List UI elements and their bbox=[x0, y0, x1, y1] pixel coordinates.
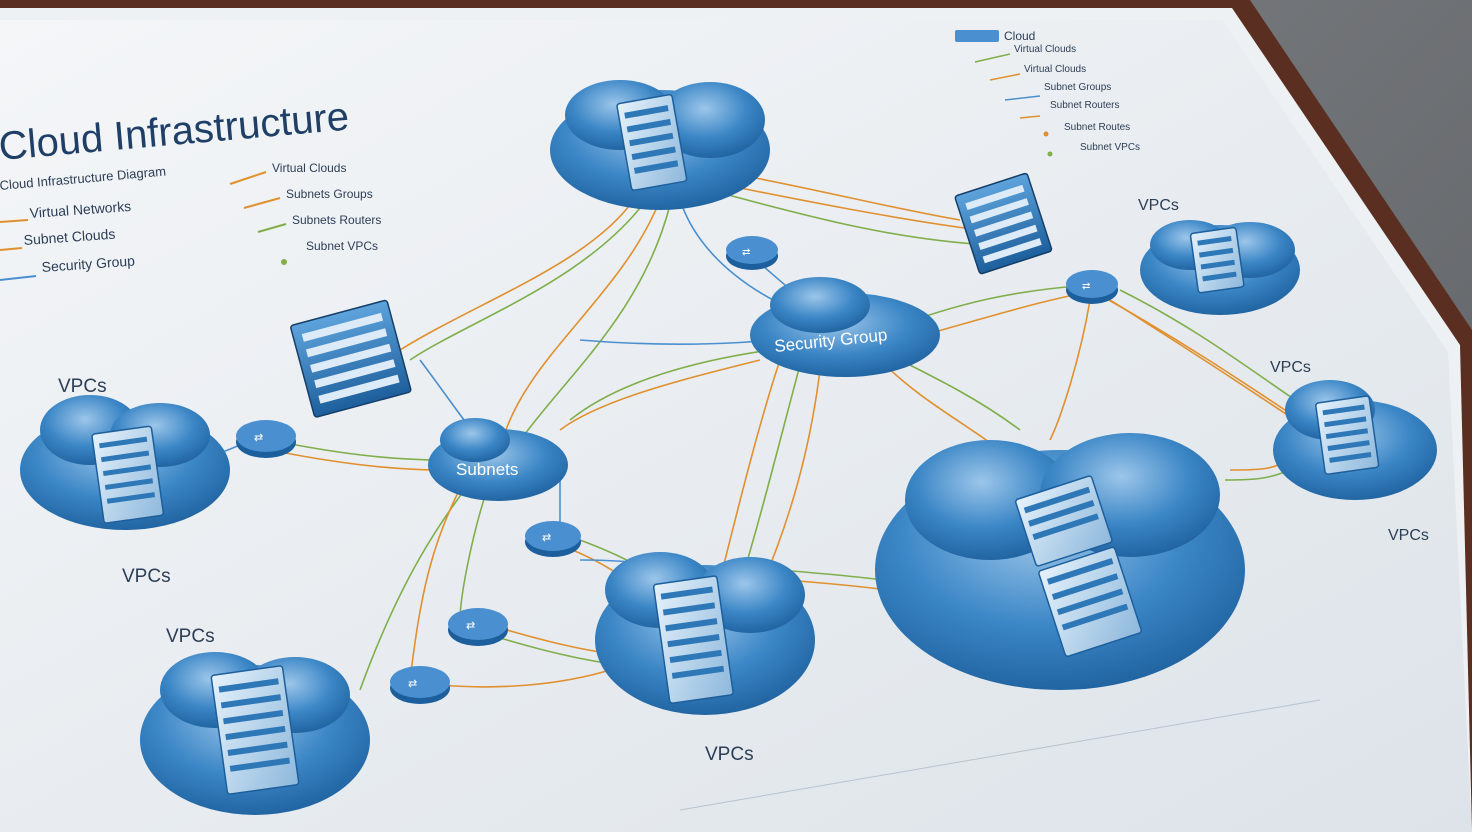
vpc-label: VPCs bbox=[166, 626, 215, 647]
svg-text:⇄: ⇄ bbox=[466, 620, 475, 632]
vpc-label: VPCs bbox=[1138, 197, 1179, 214]
cloud-large-right bbox=[875, 433, 1245, 690]
legend-tr-item: Subnet VPCs bbox=[1080, 142, 1140, 153]
legend-mid: Virtual Clouds Subnets Groups Subnets Ro… bbox=[229, 161, 381, 265]
vpc-labels: VPCs VPCs VPCs VPCs VPCs VPCs VPCs bbox=[58, 197, 1429, 765]
router-icon: ⇄ bbox=[525, 521, 581, 557]
legend-mid-item: Subnets Groups bbox=[286, 187, 373, 201]
legend-tr-item: Cloud bbox=[1004, 29, 1035, 43]
router-icon: ⇄ bbox=[448, 608, 508, 646]
router-icon: ⇄ bbox=[1066, 270, 1118, 304]
vpc-label: VPCs bbox=[705, 744, 754, 765]
server-icon bbox=[1014, 475, 1143, 657]
router-icon: ⇄ bbox=[236, 420, 296, 458]
vpc-label: VPCs bbox=[122, 566, 171, 587]
svg-text:⇄: ⇄ bbox=[542, 532, 551, 544]
vpc-label: VPCs bbox=[1270, 359, 1311, 376]
security-group-node: Security Group bbox=[750, 277, 940, 377]
switch-rack-left bbox=[290, 299, 412, 418]
vpc-label: VPCs bbox=[1388, 527, 1429, 544]
server-icon bbox=[652, 575, 734, 704]
legend-tr-item: Subnet Routes bbox=[1064, 122, 1130, 133]
svg-text:⇄: ⇄ bbox=[742, 247, 750, 258]
legend-tr-item: Subnet Groups bbox=[1044, 82, 1111, 93]
legend-left-item: Security Group bbox=[41, 253, 135, 275]
router-icon: ⇄ bbox=[390, 666, 450, 704]
svg-text:⇄: ⇄ bbox=[254, 432, 263, 444]
svg-text:⇄: ⇄ bbox=[408, 678, 417, 690]
switch-rack-right bbox=[954, 172, 1053, 275]
legend-top-right: Cloud Virtual Clouds Virtual Clouds Subn… bbox=[955, 29, 1140, 157]
svg-text:⇄: ⇄ bbox=[1082, 281, 1090, 292]
server-icon bbox=[616, 93, 688, 191]
router-icon: ⇄ bbox=[726, 236, 778, 270]
legend-tr-item: Virtual Clouds bbox=[1014, 44, 1076, 55]
legend-tr-item: Virtual Clouds bbox=[1024, 64, 1086, 75]
legend-mid-item: Virtual Clouds bbox=[272, 161, 346, 175]
vpc-label: VPCs bbox=[58, 376, 107, 397]
server-icon bbox=[1315, 395, 1380, 475]
subnets-label: Subnets bbox=[456, 460, 518, 479]
legend-left-item: Virtual Networks bbox=[29, 198, 132, 221]
legend-tr-item: Subnet Routers bbox=[1050, 100, 1120, 111]
legend-left: Virtual Networks Subnet Clouds Security … bbox=[0, 198, 136, 281]
subnets-node: Subnets bbox=[428, 418, 568, 501]
legend-mid-item: Subnets Routers bbox=[292, 213, 381, 227]
server-icon bbox=[1189, 226, 1245, 294]
legend-mid-item: Subnet VPCs bbox=[306, 239, 378, 253]
routers: ⇄ ⇄ ⇄ ⇄ ⇄ bbox=[236, 236, 1118, 704]
server-racks bbox=[91, 93, 1380, 795]
footer-rule bbox=[679, 699, 1321, 811]
server-icon bbox=[91, 425, 165, 524]
legend-left-item: Subnet Clouds bbox=[23, 226, 116, 248]
server-icon bbox=[210, 665, 300, 795]
